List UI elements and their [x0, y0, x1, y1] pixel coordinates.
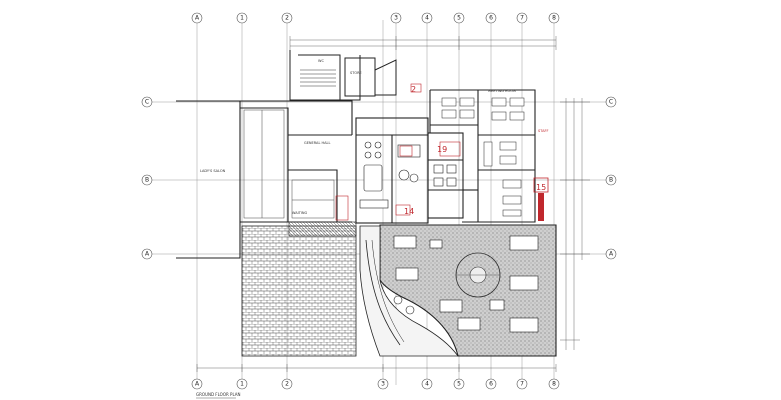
- grid-label-top: 4: [425, 15, 429, 22]
- grid-bubbles-left: [141, 96, 153, 260]
- office-desks: [441, 97, 525, 217]
- left-wing-inner: [243, 109, 335, 219]
- lounge-furniture: [393, 235, 539, 333]
- room-label-hall: GENERAL HALL: [304, 141, 330, 145]
- grid-label-top: 5: [457, 15, 461, 22]
- grid-bubbles-right: [605, 96, 617, 260]
- grid-label-bottom: 4: [425, 381, 429, 388]
- room-label-meeting: MEETING ROOM: [488, 89, 516, 93]
- deck-area: [241, 221, 357, 357]
- room-label-staff: STAFF: [538, 129, 549, 133]
- grid-label-bottom: 7: [520, 381, 524, 388]
- right-office-walls: [429, 89, 536, 223]
- red-marker-labels: 2 19 14 15: [404, 85, 546, 216]
- grid-label-row: A: [145, 251, 150, 258]
- grid-label-row: C: [145, 99, 149, 106]
- svg-text:15: 15: [536, 183, 546, 192]
- dimension-lines-top: [289, 36, 557, 50]
- central-furniture: [359, 141, 457, 209]
- grid-label-top: A: [195, 15, 200, 22]
- dimension-lines-right: [560, 98, 590, 350]
- grid-bubbles-top: [191, 12, 560, 24]
- svg-text:14: 14: [404, 207, 414, 216]
- grid-label-bottom: 3: [381, 381, 385, 388]
- svg-text:19: 19: [437, 145, 447, 154]
- grid-label-bottom: A: [195, 381, 200, 388]
- room-label-salon: LADY'S SALON: [200, 169, 226, 173]
- title-block: GROUND FLOOR PLAN: [196, 392, 241, 399]
- grid-label-top: 8: [552, 15, 556, 22]
- svg-text:2: 2: [411, 85, 416, 94]
- grid-label-top: 2: [285, 15, 289, 22]
- grid-label-row: C: [609, 99, 613, 106]
- grid-label-bottom: 5: [457, 381, 461, 388]
- grid-label-bottom: 8: [552, 381, 556, 388]
- grid-label-bottom: 1: [240, 381, 244, 388]
- grid-label-row: B: [145, 177, 149, 184]
- grid-label-bottom: 2: [285, 381, 289, 388]
- grid-label-bottom: 6: [489, 381, 493, 388]
- grid-label-top: 7: [520, 15, 524, 22]
- grid-label-top: 6: [489, 15, 493, 22]
- central-core-walls: [355, 117, 464, 224]
- dimension-lines-bottom: [196, 364, 557, 372]
- grid-bubbles-bottom: [191, 378, 560, 390]
- annex-walls: [289, 50, 397, 101]
- room-labels: LADY'S SALON GENERAL HALL STORE WC MEETI…: [200, 59, 549, 215]
- grid-label-row: B: [609, 177, 613, 184]
- grid-label-row: A: [609, 251, 614, 258]
- room-label-store: STORE: [350, 71, 362, 75]
- grid-label-top: 3: [394, 15, 398, 22]
- svg-text:GROUND FLOOR PLAN: GROUND FLOOR PLAN: [196, 392, 241, 397]
- annex-stair: [300, 69, 336, 87]
- grid-label-top: 1: [240, 15, 244, 22]
- room-label-wc: WC: [318, 59, 324, 63]
- room-label-waiting: WAITING: [292, 211, 307, 215]
